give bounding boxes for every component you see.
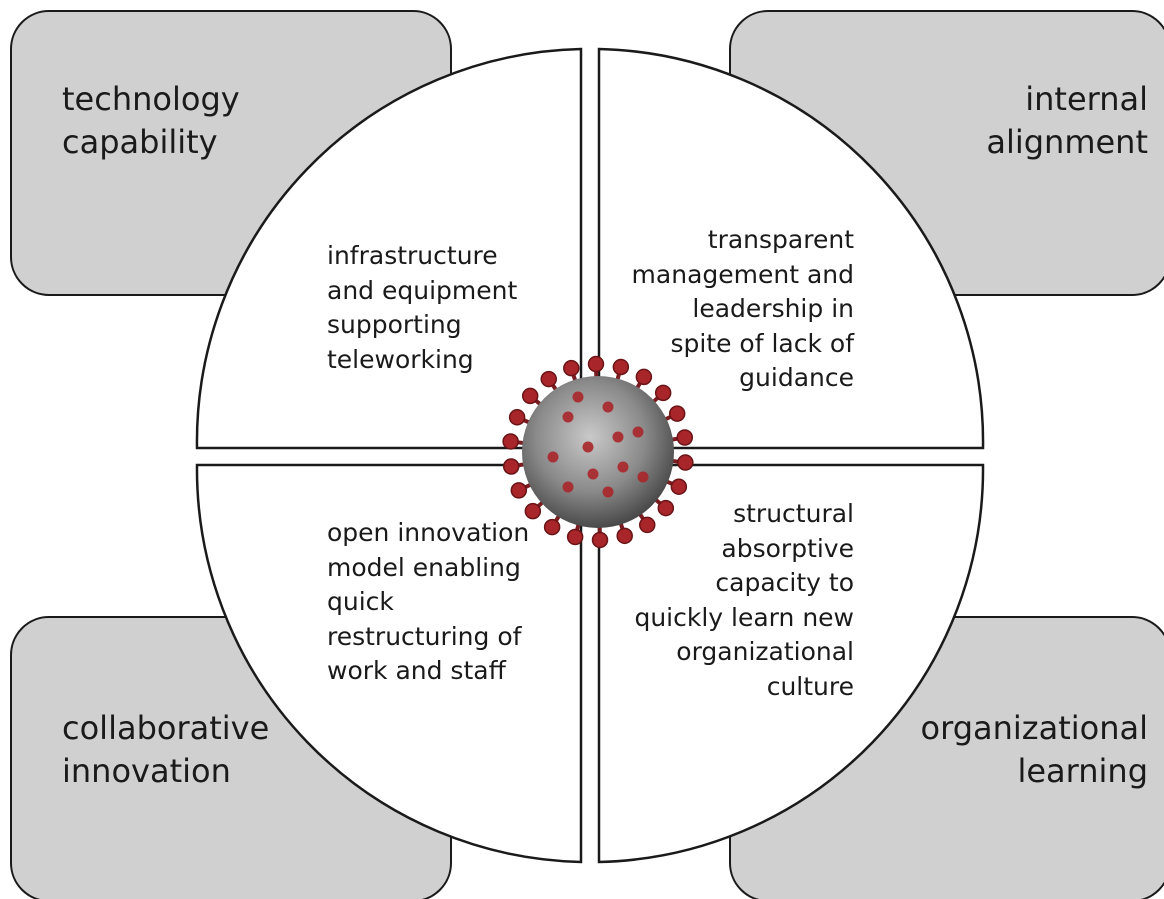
virus-spike-head	[639, 516, 656, 534]
virus-surface-protein	[602, 401, 614, 413]
virus-spike-head	[657, 499, 675, 517]
quadrant-text-line: capacity to	[715, 568, 854, 597]
virus-surface-protein	[562, 481, 574, 493]
corner-label-line: organizational	[920, 709, 1148, 747]
corner-label-line: collaborative	[62, 709, 270, 747]
virus-spike-head	[635, 368, 653, 386]
quadrant-text-line: quick	[327, 587, 394, 616]
quadrant-bottom-left	[195, 463, 583, 864]
quadrant-text-line: culture	[766, 671, 854, 701]
virus-spike-head	[510, 482, 528, 499]
virus-surface-protein	[547, 451, 559, 463]
quadrant-top-right	[597, 47, 985, 450]
quadrant-text-line: open innovation	[327, 518, 530, 547]
virus-spike-head	[616, 527, 633, 545]
corner-label-technology-capability: technology capability	[62, 78, 240, 164]
quadrant-text-line: management and	[631, 259, 854, 289]
virus-surface-protein	[637, 471, 649, 483]
virus-spike-head	[670, 478, 688, 495]
virus-surface-protein	[612, 431, 624, 443]
virus-spike-head	[502, 458, 520, 475]
quadrant-text-line: and equipment	[327, 275, 518, 305]
corner-label-line: capability	[62, 123, 218, 161]
virus-surface-protein	[562, 411, 574, 423]
virus-spike-head	[612, 358, 630, 376]
corner-label-internal-alignment: internal alignment	[986, 78, 1148, 164]
virus-surface-protein	[572, 391, 584, 403]
virus-spike-head	[540, 370, 557, 388]
virus-spike-head	[543, 518, 561, 536]
quadrant-top-left	[195, 47, 583, 450]
coronavirus-icon	[502, 355, 694, 549]
virus-surface-protein	[582, 441, 594, 453]
quadrant-text-line: guidance	[739, 363, 854, 392]
quadrant-text-line: leadership in	[692, 294, 854, 323]
quadrant-text-line: absorptive	[721, 533, 854, 563]
quadrant-text-line: restructuring of	[327, 621, 522, 651]
quadrant-text-line: transparent	[707, 225, 854, 254]
virus-surface-protein	[587, 468, 599, 480]
virus-spike-head	[677, 454, 694, 471]
quadrant-text-line: organizational	[676, 637, 854, 666]
quadrant-text-line: teleworking	[327, 344, 474, 374]
quadrant-text-line: model enabling	[327, 552, 521, 582]
quadrant-text-top-left: infrastructure and equipment supporting …	[327, 239, 517, 377]
virus-spike-head	[524, 502, 542, 520]
virus-spike-head	[502, 433, 519, 450]
virus-surface-protein	[617, 461, 629, 473]
virus-spike-head	[521, 387, 539, 405]
quadrant-text-line: work and staff	[327, 656, 506, 685]
corner-label-organizational-learning: organizational learning	[921, 707, 1148, 793]
virus-surface-protein	[602, 486, 614, 498]
quadrant-text-line: supporting	[327, 310, 462, 339]
quadrant-text-line: spite of lack of	[670, 328, 854, 358]
virus-spike-head	[654, 384, 672, 402]
corner-label-line: learning	[1017, 752, 1148, 790]
quadrant-text-line: structural	[733, 499, 854, 528]
corner-label-line: innovation	[62, 752, 231, 790]
virus-spike-head	[676, 429, 694, 446]
corner-label-line: technology	[62, 80, 240, 118]
quadrant-bottom-right	[597, 463, 985, 864]
virus-surface-protein	[632, 426, 644, 438]
virus-spike-head	[563, 359, 580, 377]
virus-spike-head	[668, 405, 686, 422]
quadrant-text-line: quickly learn new	[634, 602, 854, 632]
quadrant-text-line: infrastructure	[327, 241, 498, 270]
quadrant-text-bottom-left: open innovation model enabling quick res…	[327, 516, 529, 689]
corner-label-collaborative-innovation: collaborative innovation	[62, 707, 269, 793]
virus-spike-head	[591, 531, 609, 549]
quadrant-text-top-right: transparent management and leadership in…	[632, 223, 854, 396]
virus-spike-head	[587, 355, 605, 373]
virus-spike-head	[508, 409, 526, 426]
virus-spike-head	[566, 528, 584, 546]
corner-label-line: internal	[1025, 80, 1148, 118]
corner-label-line: alignment	[986, 123, 1148, 161]
quadrant-text-bottom-right: structural absorptive capacity to quickl…	[634, 497, 854, 704]
